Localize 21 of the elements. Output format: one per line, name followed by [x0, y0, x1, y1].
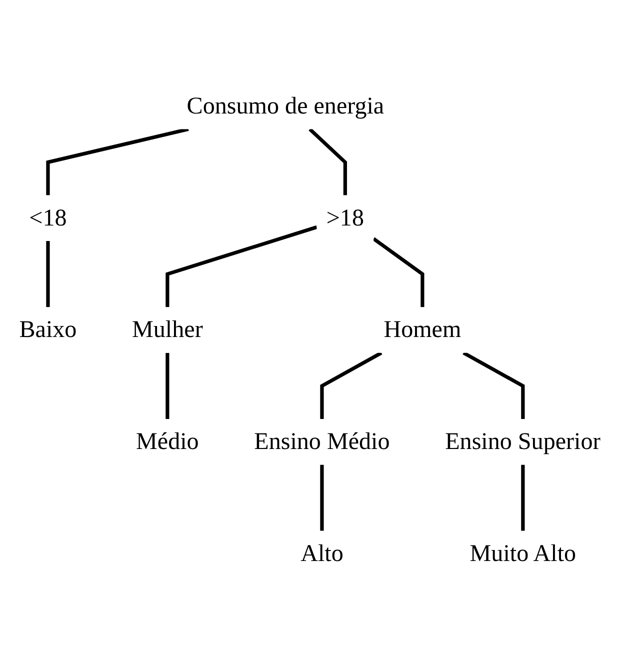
- node-text: Baixo: [19, 316, 77, 344]
- connector: [462, 351, 525, 419]
- connector: [521, 464, 525, 531]
- connector: [166, 352, 170, 419]
- node-text: <18: [29, 204, 67, 232]
- connector: [320, 351, 382, 419]
- connector: [320, 464, 324, 531]
- node-text: Ensino Superior: [445, 428, 601, 456]
- connector: [308, 128, 347, 196]
- node-text: Consumo de energia: [186, 93, 384, 120]
- connector: [166, 225, 318, 308]
- connector: [372, 237, 424, 308]
- connector: [46, 241, 50, 308]
- node-text: Médio: [136, 428, 199, 456]
- connector: [46, 127, 189, 196]
- node-text: Muito Alto: [470, 540, 576, 567]
- node-text: Alto: [300, 540, 344, 567]
- node-text: Homem: [384, 316, 462, 344]
- node-text: >18: [326, 204, 364, 232]
- node-text: Ensino Médio: [254, 428, 390, 456]
- node-text: Mulher: [132, 316, 203, 344]
